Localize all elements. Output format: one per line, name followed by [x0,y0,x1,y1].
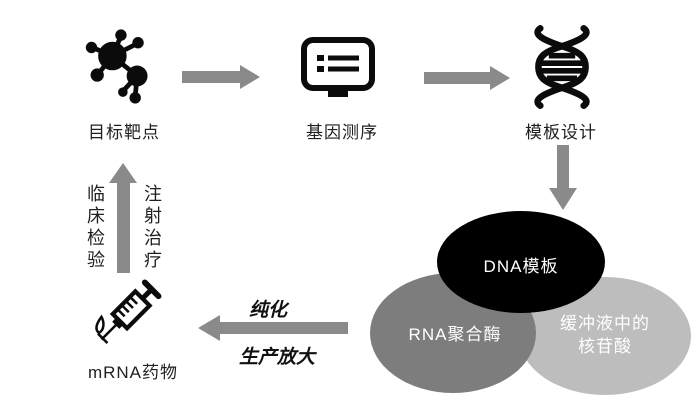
arrow-venn-to-product [198,315,348,341]
step-label-sequencing: 基因测序 [306,123,378,142]
label-scale-up: 生产放大 [238,347,315,368]
arrow-template-to-venn [549,145,577,210]
venn-label-polymerase: RNA聚合酶 [408,325,502,344]
venn-label-nucleotides-line2: 核苷酸 [578,337,632,356]
label-clinical-test: 临床检验 [85,184,105,272]
syringe-icon [95,279,162,344]
step-label-template: 模板设计 [525,123,597,142]
arrow-product-to-target [109,163,137,273]
arrow-sequencing-to-template [424,66,510,90]
step-label-target: 目标靶点 [88,123,160,142]
venn-label-dna-template: DNA模板 [483,257,559,276]
venn-label-nucleotides: 缓冲液中的 核苷酸 [520,312,690,358]
product-label: mRNA药物 [87,363,179,382]
label-purification: 纯化 [248,300,287,321]
arrow-target-to-sequencing [182,65,260,89]
label-injection-therapy: 注射治疗 [142,184,162,272]
venn-ellipse-dna-template [437,211,605,313]
monitor-icon [301,37,375,97]
molecule-icon [85,29,148,104]
dna-helix-icon [534,25,590,109]
venn-label-nucleotides-line1: 缓冲液中的 [560,314,650,333]
